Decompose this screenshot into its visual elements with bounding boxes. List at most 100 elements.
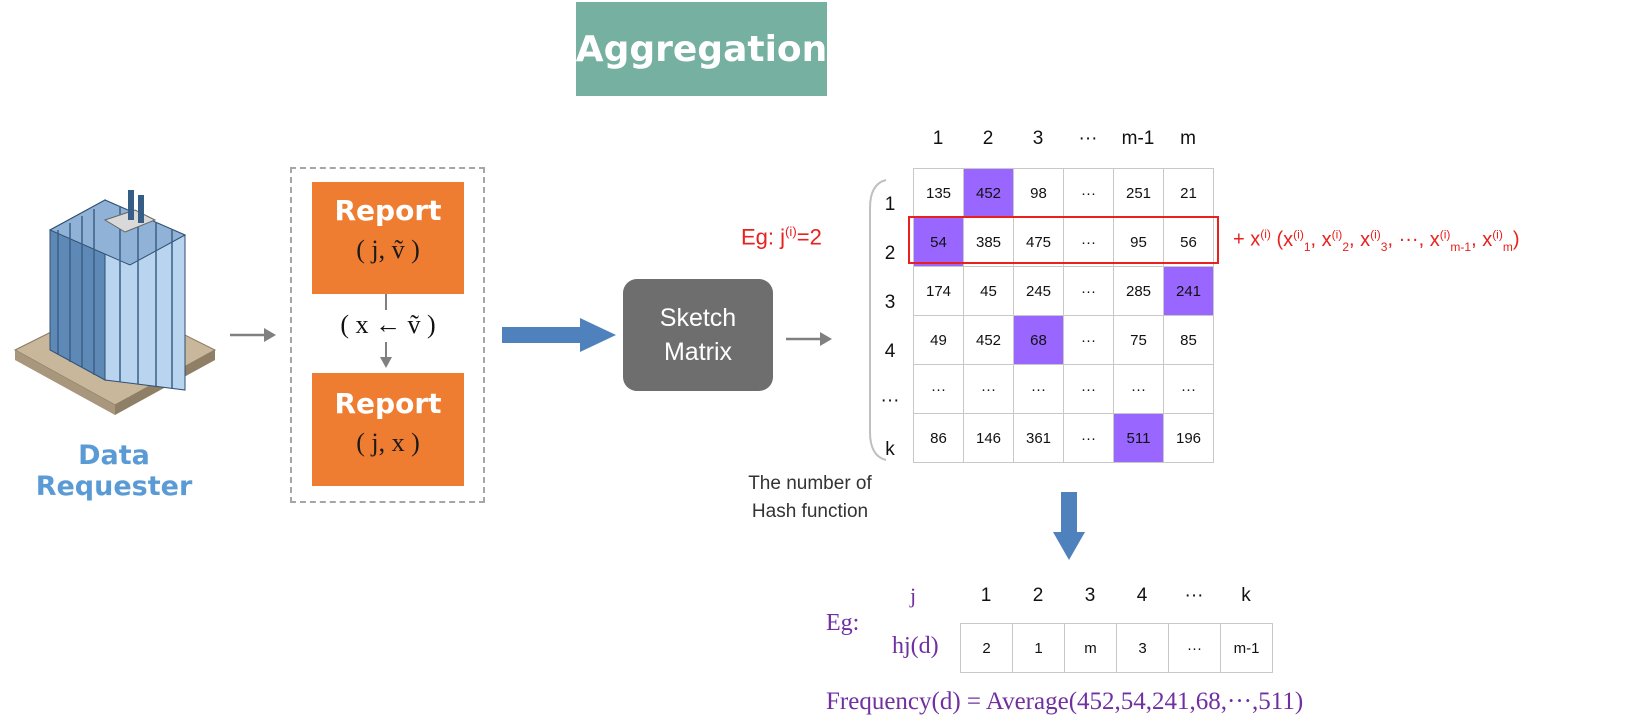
hash-col-header: 1 <box>980 585 992 606</box>
x-item: x(i)m-1 <box>1429 227 1472 254</box>
selected-row-outline <box>908 216 1219 264</box>
hash-col-header: 4 <box>1136 585 1148 606</box>
eg-j-label: Eg: j(i)=2 <box>741 224 822 250</box>
matrix-cell-highlighted: 54 <box>913 217 964 267</box>
report-label: Report <box>334 387 442 420</box>
building-icon <box>13 190 217 415</box>
x-item: x(i)2 <box>1321 227 1349 254</box>
hash-value-cell: m <box>1064 623 1117 673</box>
hash-values-table: 2 1 m 3 ··· m-1 <box>960 623 1273 673</box>
hash-value-cell: ··· <box>1168 623 1221 673</box>
report-box-top: Report ( j, ṽ ) <box>312 182 464 294</box>
matrix-cell: ··· <box>1063 266 1114 316</box>
matrix-cell-highlighted: 452 <box>963 168 1014 218</box>
matrix-cell: 146 <box>963 413 1014 463</box>
frequency-formula: Frequency(d) = Average(452,54,241,68,···… <box>826 688 1304 715</box>
x-close-paren: ) <box>1512 228 1520 251</box>
x-item: x(i)3 <box>1360 227 1388 254</box>
matrix-cell: ··· <box>1013 364 1064 414</box>
matrix-cell-highlighted: 68 <box>1013 315 1064 365</box>
matrix-cell: ··· <box>1163 364 1214 414</box>
sketch-matrix-box: Sketch Matrix <box>623 279 773 391</box>
hash-col-header: 3 <box>1084 585 1096 606</box>
hash-value-cell: m-1 <box>1220 623 1273 673</box>
hash-caption-line2: Hash function <box>751 501 869 522</box>
matrix-cell: 135 <box>913 168 964 218</box>
matrix-cell: ··· <box>1063 315 1114 365</box>
report-label: Report <box>334 194 442 227</box>
matrix-col-header: 3 <box>1032 128 1044 149</box>
matrix-cell: 361 <box>1013 413 1064 463</box>
blue-arrow-icon <box>502 318 616 352</box>
matrix-cell: 475 <box>1013 217 1064 267</box>
x-item: ··· <box>1398 228 1419 251</box>
matrix-cell: 285 <box>1113 266 1164 316</box>
sketch-label: Sketch <box>659 304 737 332</box>
report-box-bottom: Report ( j, x ) <box>312 373 464 486</box>
matrix-cell: 45 <box>963 266 1014 316</box>
x-vector: + x(i) (x(i)1, x(i)2, x(i)3, ···, x(i)m-… <box>1233 227 1520 254</box>
x-sup: (i) <box>1260 227 1271 241</box>
matrix-col-header: m <box>1180 128 1196 149</box>
matrix-cell: 245 <box>1013 266 1064 316</box>
eg-j-sup: (i) <box>785 224 797 239</box>
report-args: ( j, ṽ ) <box>356 235 420 264</box>
eg-j-prefix: Eg: j <box>741 224 786 250</box>
matrix-row-header: 4 <box>884 341 896 362</box>
matrix-cell: ··· <box>1063 413 1114 463</box>
x-open-paren: ( <box>1276 228 1284 251</box>
matrix-row-header: 3 <box>884 292 896 313</box>
hash-side-label: hj(d) <box>892 633 939 659</box>
x-item: x(i)1 <box>1283 227 1311 254</box>
matrix-col-header: 2 <box>982 128 994 149</box>
matrix-col-header: 1 <box>932 128 944 149</box>
report-args: ( j, x ) <box>356 428 420 457</box>
matrix-cell: 174 <box>913 266 964 316</box>
connector-line <box>385 294 387 310</box>
matrix-cell: ··· <box>1063 364 1114 414</box>
matrix-cell: 452 <box>963 315 1014 365</box>
matrix-cell: 95 <box>1113 217 1164 267</box>
hash-value-cell: 2 <box>960 623 1013 673</box>
aggregation-title: Aggregation <box>576 2 827 96</box>
matrix-cell: 385 <box>963 217 1014 267</box>
brace-icon <box>869 179 887 461</box>
matrix-cell: 75 <box>1113 315 1164 365</box>
x-plus: + x <box>1233 228 1261 251</box>
hash-col-header: k <box>1241 585 1251 606</box>
hash-eg-label: Eg: <box>826 610 860 636</box>
hash-value-cell: 3 <box>1116 623 1169 673</box>
transform-label: ( x ← ṽ ) <box>340 310 436 339</box>
matrix-cell: ··· <box>1063 168 1114 218</box>
matrix-row-header: 2 <box>884 243 896 264</box>
hash-col-header: 2 <box>1032 585 1044 606</box>
arrow-icon <box>230 328 276 342</box>
matrix-cell: 49 <box>913 315 964 365</box>
hash-caption-line1: The number of <box>748 473 872 494</box>
matrix-cell: 21 <box>1163 168 1214 218</box>
matrix-cell: 56 <box>1163 217 1214 267</box>
matrix-cell: 251 <box>1113 168 1164 218</box>
matrix-cell: ··· <box>913 364 964 414</box>
report-group <box>290 167 485 503</box>
matrix-col-header: m-1 <box>1121 128 1155 149</box>
matrix-cell: 196 <box>1163 413 1214 463</box>
hash-col-header: ··· <box>1184 585 1204 606</box>
matrix-cell: ··· <box>963 364 1014 414</box>
hash-top-label: j <box>910 583 917 608</box>
matrix-cell: 98 <box>1013 168 1064 218</box>
eg-j-suffix: =2 <box>796 224 822 250</box>
blue-arrow-down-icon <box>1053 492 1085 560</box>
matrix-label: Matrix <box>663 338 733 366</box>
arrow-down-icon <box>380 342 392 368</box>
matrix-cell-highlighted: 241 <box>1163 266 1214 316</box>
matrix-cell: 86 <box>913 413 964 463</box>
matrix-cell: 85 <box>1163 315 1214 365</box>
hash-caption: The number of Hash function <box>720 470 900 526</box>
